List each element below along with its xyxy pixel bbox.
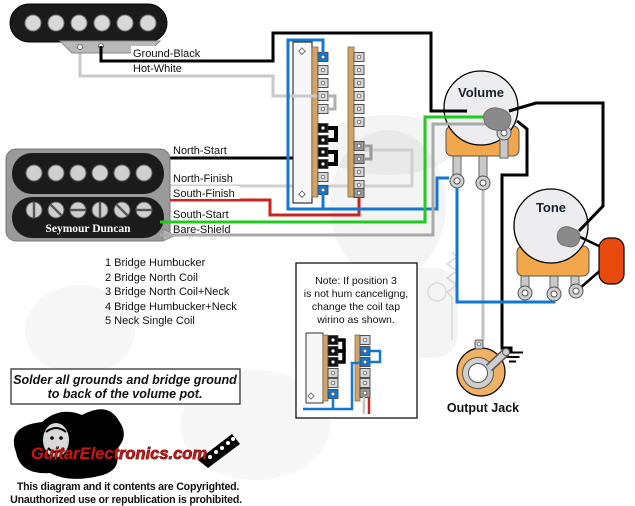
- solder-note-line-2: to back of the volume pot.: [48, 387, 203, 401]
- logo-guitar-body: [13, 409, 124, 479]
- switch-lugs-right: [353, 52, 365, 198]
- solder-note-line-1: Solder all grounds and bridge ground: [13, 373, 237, 387]
- wire-cap-to-casing: [577, 234, 602, 249]
- note-line-1: Note: If position 3: [315, 275, 397, 287]
- south-start-label: South-Start: [173, 209, 229, 221]
- inset-blue-wire-2: [303, 361, 360, 411]
- bare-shield-label: Bare-Shield: [173, 224, 230, 236]
- jumper-black-2: [328, 150, 338, 166]
- solder-note-box: Solder all grounds and bridge ground to …: [10, 368, 241, 405]
- north-finish-label: North-Finish: [173, 173, 233, 185]
- tone-lugs: [517, 283, 584, 302]
- note-line-2: is not hum canceligng,: [304, 288, 408, 300]
- south-finish-label: South-Finish: [173, 188, 235, 200]
- position-1: 1 Bridge Humbucker: [105, 257, 206, 269]
- single-coil-poles: [24, 14, 157, 32]
- jack-sleeve-lug: [502, 348, 510, 356]
- inset-blue-loop: [370, 349, 382, 364]
- wire-ground-bus-black: [508, 101, 605, 233]
- output-jack-label: Output Jack: [447, 401, 519, 415]
- wire-pot-to-jack-ground: [500, 119, 529, 352]
- jumper-black-1: [328, 126, 338, 142]
- jumper-gray-right: [364, 144, 373, 161]
- wire-north-finish: [160, 148, 414, 188]
- wire-label-group: Ground-Black Hot-White North-Start North…: [131, 46, 240, 236]
- wire-cap-to-lug: [578, 268, 603, 290]
- humbucker-poles-plain: [25, 164, 153, 182]
- coil-tap-inset-switch: [303, 332, 382, 414]
- hot-white-label: Hot-White: [133, 63, 182, 75]
- neck-single-coil-pickup: [9, 3, 168, 54]
- humbucker-brand-label: Seymour Duncan: [45, 223, 131, 235]
- switch-body: [292, 41, 313, 204]
- bridge-humbucker-pickup: Seymour Duncan: [5, 148, 178, 242]
- wire-ground-black: [99, 31, 467, 113]
- switch-wafer-left: [311, 46, 319, 198]
- position-3: 3 Bridge North Coil+Neck: [105, 286, 230, 298]
- copyright-line-1: This diagram and it contents are Copyrig…: [17, 481, 240, 493]
- north-start-label: North-Start: [173, 145, 227, 157]
- switch-wafer-right: [347, 46, 355, 198]
- note-box: Note: If position 3 is not hum cancelign…: [295, 262, 418, 419]
- humbucker-north-coil: [12, 153, 164, 194]
- tone-capacitor: [598, 237, 625, 285]
- switch-mount-hole: [298, 190, 306, 198]
- switch-mount-hole: [298, 47, 306, 55]
- position-2: 2 Bridge North Coil: [105, 272, 198, 284]
- volume-label: Volume: [458, 85, 504, 100]
- volume-solder-blob: [483, 107, 512, 132]
- switch-position-list: 1 Bridge Humbucker 2 Bridge North Coil 3…: [105, 257, 237, 327]
- tone-solder-blob: [556, 226, 581, 248]
- wire-switch-output-blue: [286, 38, 449, 211]
- pickup-selector-switch: [78, 38, 449, 211]
- logo-text: GuitarElectronics.com: [31, 445, 207, 463]
- wire-south-start-green: [160, 115, 497, 224]
- position-5: 5 Neck Single Coil: [105, 315, 195, 327]
- note-line-3: change the coil tap: [312, 301, 400, 313]
- coil-tap-jumper-gray: [328, 94, 337, 111]
- ground-black-label: Ground-Black: [133, 48, 201, 60]
- wire-bare-shield-gray: [160, 122, 497, 237]
- tone-label: Tone: [536, 200, 566, 215]
- copyright-line-2: Unauthorized use or republication is pro…: [10, 494, 242, 506]
- position-4: 4 Bridge Humbucker+Neck: [105, 301, 237, 313]
- output-jack: Output Jack: [447, 339, 519, 415]
- humbucker-poles-screws: [25, 201, 153, 219]
- guitarelectronics-logo: GuitarElectronics.com: [13, 409, 240, 479]
- note-line-4: wirino as shown.: [316, 314, 395, 326]
- switch-lugs-left: [317, 52, 329, 195]
